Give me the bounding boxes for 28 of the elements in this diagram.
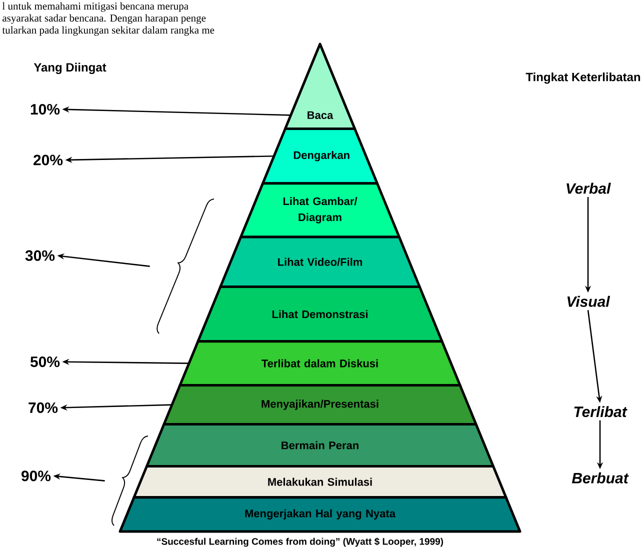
- pyramid-layer: Baca: [284, 42, 356, 130]
- curly-brace: [156, 198, 214, 334]
- stage-label: Terlibat: [574, 406, 628, 418]
- stage-label: Berbuat: [572, 472, 629, 484]
- body-text: tularkan pada lingkungan sekitar dalam rangka me: [2, 26, 214, 36]
- pyramid-layer: Dengarkan: [262, 128, 378, 185]
- percentage-label: 70%: [28, 402, 58, 413]
- pyramid-layer: Lihat Gambar/ Diagram: [240, 182, 400, 238]
- pyramid-layer: Lihat Demonstrasi: [196, 286, 444, 343]
- stage-label: Visual: [567, 296, 610, 307]
- caption: “Succesful Learning Comes from doing” (Wyatt $ Looper, 1999): [157, 538, 444, 547]
- column-heading: Tingkat Keterlibatan: [526, 72, 640, 84]
- pyramid-layer: Bermain Peran: [146, 422, 494, 468]
- body-text: l untuk memahami mitigasi bencana merupa: [2, 2, 188, 12]
- stage-label: Verbal: [566, 182, 611, 194]
- curly-brace: [112, 435, 148, 526]
- percentage-label: 20%: [34, 154, 63, 166]
- pyramid-layer: Mengerjakan Hal yang Nyata: [118, 496, 522, 533]
- body-text: asyarakat sadar bencana. Dengan harapan penge: [2, 14, 206, 24]
- column-heading: Yang Diingat: [34, 62, 106, 74]
- pyramid-layer: Menyajikan/Presentasi: [162, 384, 478, 426]
- percentage-label: 30%: [25, 250, 55, 261]
- percentage-label: 50%: [30, 356, 60, 368]
- pyramid-layer: Lihat Video/Film: [219, 236, 421, 288]
- pyramid-layer: Melakukan Simulasi: [132, 464, 508, 499]
- percentage-label: 10%: [30, 104, 60, 115]
- percentage-label: 90%: [22, 470, 51, 482]
- pyramid-layer: Terlibat dalam Diskusi: [178, 340, 462, 386]
